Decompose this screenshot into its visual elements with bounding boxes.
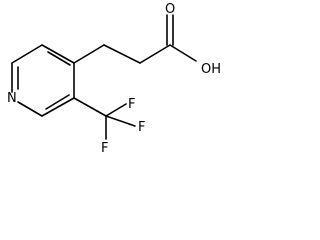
side-chain-bond-3 (139, 44, 171, 64)
carboxyl-hydroxyl-label: OH (201, 62, 221, 77)
fluorine-label-right: F (138, 120, 145, 135)
chemical-structure-diagram: N O OH F F F (7, 2, 222, 156)
carboxyl-oh-bond (169, 44, 197, 62)
side-chain-bond-1 (73, 44, 105, 64)
ring-bond-c6-c5 (11, 44, 43, 64)
fluorine-label-bottom: F (101, 141, 108, 156)
cf-bond-right (105, 115, 136, 127)
cf3-bond (73, 97, 107, 117)
ring-nitrogen-label: N (7, 91, 17, 106)
ring-bond-c3-c2 (41, 97, 75, 117)
ring-bond-c2-n (17, 101, 43, 117)
ring-bond-c5-c4 (41, 44, 75, 64)
ring-bond-c5-c4-inner (47, 51, 71, 66)
ring-bond-c3-c2-inner (45, 94, 70, 110)
carbonyl-oxygen-label: O (165, 2, 175, 17)
structure-svg: N O OH F F F (7, 2, 221, 156)
cf-bond-upper-right (105, 103, 127, 117)
side-chain-bond-2 (103, 44, 141, 64)
fluorine-label-upper-right: F (128, 97, 135, 112)
